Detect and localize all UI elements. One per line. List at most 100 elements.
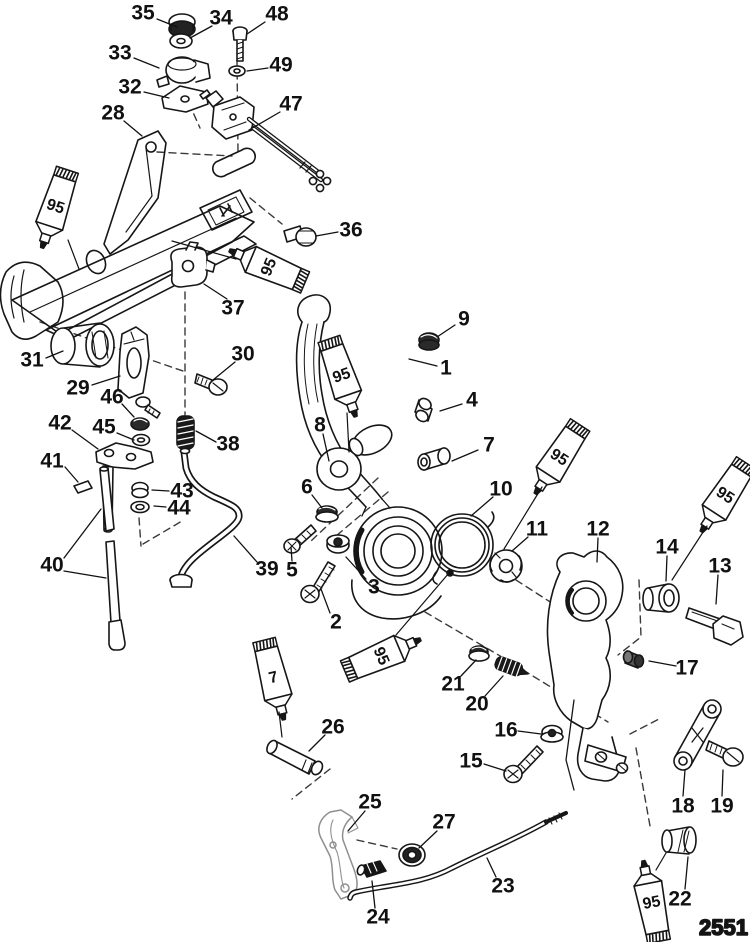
leader-line-17 (648, 660, 677, 667)
leader-line-6 (311, 494, 323, 509)
callout-24: 24 (366, 906, 390, 929)
tube-label-95: 95 (44, 196, 66, 218)
leader-line-42 (71, 429, 99, 450)
part-capnut-9 (418, 332, 440, 351)
callout-32: 32 (118, 76, 141, 99)
leader-line-37 (203, 283, 228, 300)
part-link-18 (673, 699, 722, 771)
part-cylinder-22 (661, 826, 697, 855)
tube-pointer (67, 239, 80, 270)
callout-1: 1 (440, 357, 452, 380)
callout-14: 14 (655, 536, 679, 559)
leader-line-31 (45, 350, 64, 359)
part-plate-32 (161, 85, 209, 113)
part-connector-24 (356, 860, 387, 878)
part-grommet-27 (398, 843, 426, 867)
part-washer-44 (130, 500, 150, 514)
callout-43: 43 (170, 480, 193, 503)
tube-label-7: 7 (267, 669, 280, 688)
callout-40: 40 (40, 554, 63, 577)
part-link-assembly-47 (199, 89, 332, 193)
leader-line-23 (486, 857, 497, 878)
leader-line-35 (156, 18, 178, 28)
tube-pointer (171, 240, 237, 260)
part-washer-34 (169, 33, 193, 49)
leader-line-16 (517, 730, 542, 735)
leader-line-49 (246, 67, 269, 72)
leader-line-24 (371, 880, 376, 909)
lubricant-tube-7-7: 7 (252, 636, 293, 721)
tube-pointer (503, 486, 543, 550)
callout-19: 19 (710, 795, 733, 818)
callout-10: 10 (489, 478, 512, 501)
callout-47: 47 (279, 93, 302, 116)
callout-15: 15 (459, 750, 483, 773)
leader-line-44 (153, 505, 167, 508)
part-bolt-5 (283, 524, 317, 554)
callout-8: 8 (314, 414, 326, 437)
tube-pointer (671, 525, 708, 581)
leader-line-20 (484, 675, 504, 697)
part-bolt-13 (685, 607, 744, 646)
callout-38: 38 (216, 433, 240, 456)
leader-line-32 (143, 91, 170, 99)
callout-39: 39 (255, 558, 278, 581)
lubricant-tube-95-6: 95 (633, 859, 672, 942)
part-bushing-17 (622, 650, 645, 669)
leader-line-29 (91, 375, 121, 386)
part-cam-follower-11 (489, 549, 523, 583)
part-nut-3 (326, 534, 350, 554)
part-cable-23 (347, 811, 568, 901)
leader-line-33 (133, 57, 160, 69)
leader-line-3 (345, 556, 367, 580)
leader-line-26 (308, 734, 326, 752)
callout-44: 44 (167, 497, 191, 520)
leader-line-27 (418, 830, 438, 849)
callout-48: 48 (265, 3, 289, 26)
callout-27: 27 (432, 811, 455, 834)
leader-line-25 (347, 810, 366, 832)
leader-line-47 (248, 111, 281, 131)
leader-line-30 (212, 361, 236, 381)
callout-3: 3 (368, 576, 380, 599)
part-screw-30 (194, 373, 228, 396)
tube-pointer (395, 572, 450, 636)
callout-36: 36 (339, 219, 362, 242)
callout-22: 22 (668, 888, 691, 911)
alignment-guides (39, 59, 660, 850)
leader-line-5 (290, 546, 293, 562)
leader-line-15 (483, 763, 507, 772)
part-bolt-2 (300, 561, 336, 604)
part-nut-6 (315, 505, 339, 523)
leader-line-8 (322, 433, 330, 462)
leader-line-39 (233, 535, 258, 563)
leader-line-12 (596, 537, 599, 563)
callout-13: 13 (708, 555, 731, 578)
lubricant-tube-95-0: 95 (35, 165, 80, 250)
leader-line-2 (320, 588, 331, 614)
callout-20: 20 (465, 693, 488, 716)
callout-5: 5 (286, 559, 298, 582)
callout-21: 21 (441, 673, 465, 696)
part-nut-21 (468, 645, 490, 662)
callout-25: 25 (358, 791, 382, 814)
leader-line-4 (439, 403, 463, 412)
callout-33: 33 (108, 42, 131, 65)
leader-line-46 (121, 403, 135, 418)
tube-pointer (655, 852, 667, 871)
leader-line-40 (63, 570, 107, 579)
leader-line-10 (470, 496, 494, 517)
callout-7: 7 (483, 434, 495, 457)
part-bolt-15 (503, 745, 544, 784)
leader-line-1 (408, 358, 438, 367)
callout-18: 18 (671, 795, 695, 818)
callout-46: 46 (100, 386, 123, 409)
part-spring-screw-20 (494, 656, 529, 677)
part-link-rod-39 (169, 447, 243, 588)
callout-42: 42 (48, 412, 71, 435)
callout-34: 34 (209, 7, 233, 30)
callout-9: 9 (458, 308, 470, 331)
